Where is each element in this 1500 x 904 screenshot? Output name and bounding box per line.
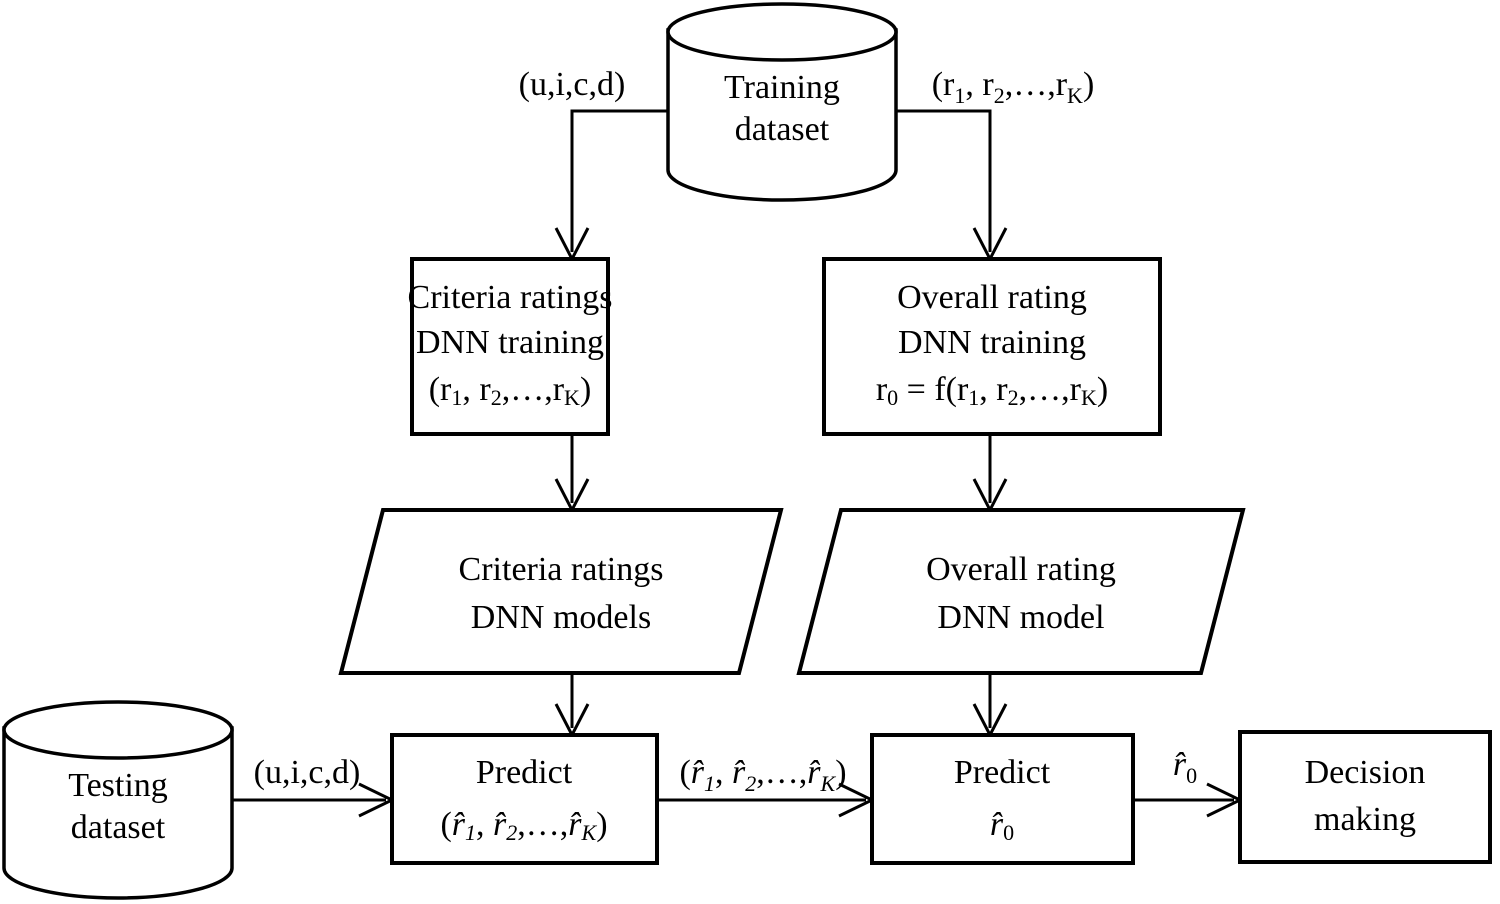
- node-decision-making: Decision making: [1238, 730, 1492, 864]
- criteria-training-line1: Criteria ratings: [408, 279, 613, 316]
- predict-criteria-line2: (r̂1, r̂2,…,r̂K): [440, 806, 607, 845]
- edge-label-predict-to-predict: (r̂1, r̂2,…,r̂K): [679, 754, 846, 796]
- connector-criteria-training-to-criteria-models: [554, 433, 590, 514]
- connector-predict-overall-to-decision: [1133, 782, 1244, 818]
- predict-criteria-line1: Predict: [476, 754, 573, 791]
- decision-making-line1: Decision: [1305, 754, 1426, 791]
- connector-training-to-overall-training: [897, 109, 1008, 263]
- overall-training-line2: DNN training: [898, 324, 1086, 361]
- connector-criteria-models-to-predict-criteria: [554, 673, 590, 739]
- node-overall-rating-dnn-model: Overall rating DNN model: [796, 508, 1246, 675]
- criteria-training-line3: (r1, r2,…,rK): [429, 371, 592, 410]
- node-overall-rating-dnn-training: Overall rating DNN training r0 = f(r1, r…: [822, 257, 1162, 436]
- criteria-training-line2: DNN training: [416, 324, 604, 361]
- connector-overall-training-to-overall-model: [972, 433, 1008, 514]
- predict-overall-line1: Predict: [954, 754, 1051, 791]
- criteria-models-line2: DNN models: [471, 599, 651, 636]
- connector-overall-model-to-predict-overall: [972, 673, 1008, 739]
- node-criteria-ratings-dnn-training: Criteria ratings DNN training (r1, r2,…,…: [408, 257, 613, 436]
- overall-training-line1: Overall rating: [897, 279, 1087, 316]
- node-predict-criteria-ratings: Predict (r̂1, r̂2,…,r̂K): [390, 733, 659, 865]
- overall-model-line2: DNN model: [937, 599, 1104, 636]
- edge-label-predict-to-decision: r̂0: [1173, 746, 1197, 788]
- criteria-models-line1: Criteria ratings: [459, 551, 664, 588]
- testing-dataset-line2: dataset: [71, 809, 166, 846]
- edge-label-training-to-overall: (r1, r2,…,rK): [932, 66, 1095, 108]
- node-criteria-ratings-dnn-models: Criteria ratings DNN models: [338, 508, 784, 675]
- testing-dataset-line1: Testing: [68, 767, 168, 804]
- node-predict-overall-rating: Predict r̂0: [870, 733, 1135, 865]
- predict-overall-line2: r̂0: [990, 806, 1014, 845]
- overall-model-line1: Overall rating: [926, 551, 1116, 588]
- connector-training-to-criteria-training: [554, 109, 668, 263]
- overall-training-line3: r0 = f(r1, r2,…,rK): [876, 371, 1108, 410]
- decision-making-line2: making: [1314, 801, 1416, 838]
- node-training-dataset: Training dataset: [666, 2, 898, 202]
- training-dataset-line2: dataset: [735, 111, 830, 148]
- edge-label-training-to-criteria: (u,i,c,d): [519, 66, 626, 103]
- node-testing-dataset: Testing dataset: [2, 700, 234, 900]
- training-dataset-line1: Training: [724, 69, 840, 106]
- edge-label-testing-to-predict: (u,i,c,d): [254, 754, 361, 791]
